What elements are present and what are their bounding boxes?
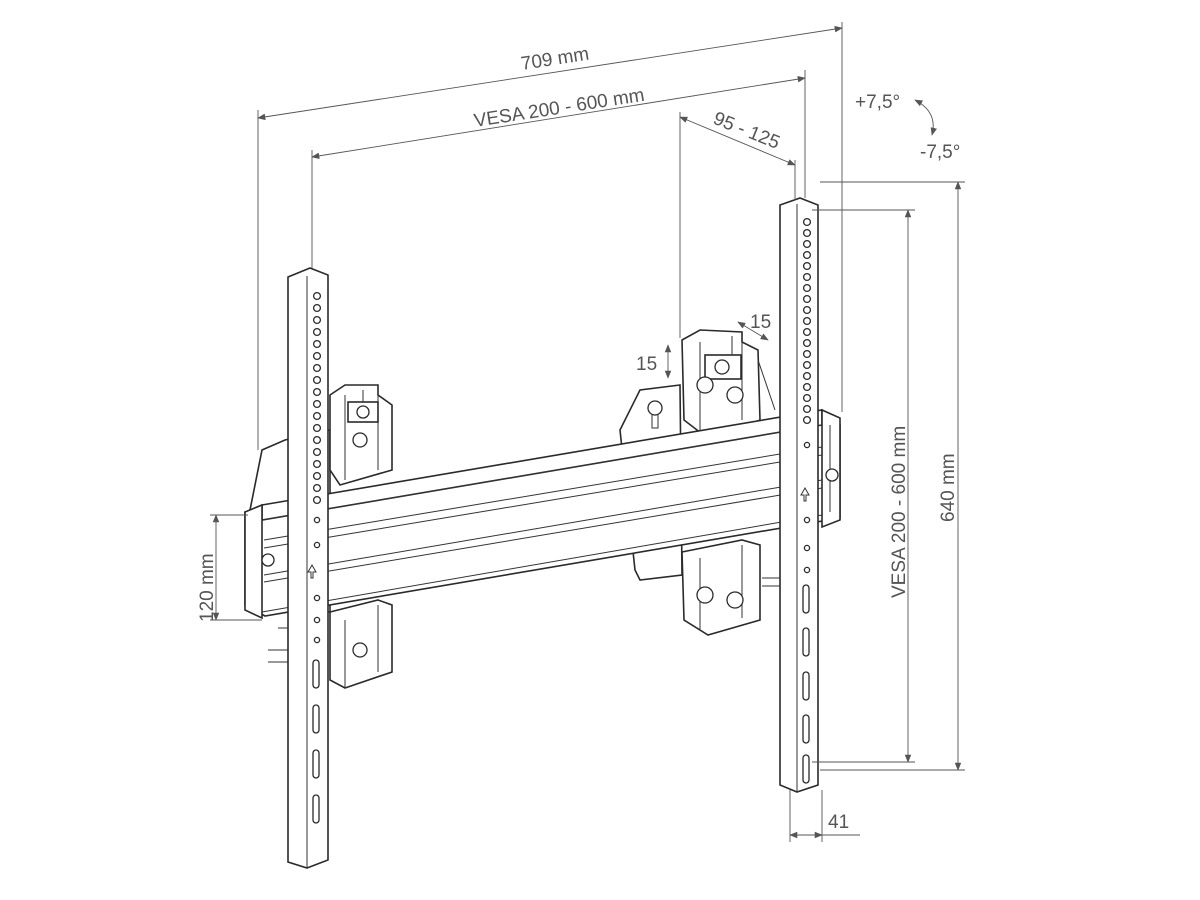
adjustment-hole <box>312 351 322 361</box>
vertical-adjust-label: 15 <box>636 354 657 375</box>
adjustment-hole <box>802 338 812 348</box>
wall-depth-label: 41 <box>828 812 849 833</box>
upper-left-bracket <box>329 384 393 486</box>
side-adjust-label: 15 <box>750 312 771 333</box>
mounting-hole <box>313 516 321 524</box>
adjustment-hole <box>312 483 322 493</box>
adjustment-hole <box>802 283 812 293</box>
adjustment-hole <box>802 360 812 370</box>
upper-right-bracket <box>681 329 776 441</box>
adjustment-hole <box>802 272 812 282</box>
adjustment-hole <box>802 382 812 392</box>
adjustment-hole <box>802 327 812 337</box>
adjustment-hole <box>312 435 322 445</box>
adjustment-hole <box>312 339 322 349</box>
adjustment-hole <box>312 399 322 409</box>
adjustment-hole <box>312 291 322 301</box>
vesa-vertical-label: VESA 200 - 600 mm <box>889 426 910 598</box>
vesa-horizontal-label: VESA 200 - 600 mm <box>473 85 646 132</box>
right-vertical-arm <box>779 197 819 793</box>
adjustment-hole <box>312 327 322 337</box>
left-vertical-arm <box>287 267 329 869</box>
adjustment-hole <box>312 447 322 457</box>
rail-height-label: 120 mm <box>197 553 218 622</box>
dimension-lines <box>210 22 965 842</box>
adjustment-hole <box>312 375 322 385</box>
mounting-hole <box>803 516 811 524</box>
tilt-up-label: +7,5° <box>855 92 900 113</box>
adjustment-hole <box>802 371 812 381</box>
adjustment-hole <box>312 423 322 433</box>
mounting-hole <box>313 616 321 624</box>
adjustment-hole <box>312 495 322 505</box>
adjustment-hole <box>802 415 812 425</box>
adjustment-hole <box>802 349 812 359</box>
adjustment-hole <box>802 294 812 304</box>
adjustment-hole <box>802 404 812 414</box>
adjustment-hole <box>312 387 322 397</box>
keyhole-slot <box>647 400 663 429</box>
adjustment-hole <box>312 303 322 313</box>
adjustment-hole <box>802 305 812 315</box>
adjustment-hole <box>802 261 812 271</box>
adjustment-hole <box>802 393 812 403</box>
lower-right-bracket <box>681 539 791 636</box>
mounting-hole <box>313 594 321 602</box>
adjustment-hole <box>802 217 812 227</box>
cross-rail <box>244 408 841 620</box>
adjustment-hole <box>312 471 322 481</box>
adjustment-hole <box>802 250 812 260</box>
adjustment-hole <box>312 411 322 421</box>
adjustment-hole <box>802 316 812 326</box>
adjustment-hole <box>312 459 322 469</box>
overall-width-label: 709 mm <box>520 44 591 75</box>
mounting-hole <box>803 441 811 449</box>
mounting-hole <box>803 566 811 574</box>
mounting-hole <box>313 541 321 549</box>
adjustment-hole <box>312 315 322 325</box>
adjustment-hole <box>802 228 812 238</box>
adjustment-hole <box>312 363 322 373</box>
overall-height-label: 640 mm <box>938 453 959 522</box>
adjustment-hole <box>802 239 812 249</box>
clamp-offset-label: 95 - 125 <box>710 108 783 154</box>
mounting-hole <box>313 636 321 644</box>
mounting-hole <box>803 544 811 552</box>
tilt-down-label: -7,5° <box>920 142 960 163</box>
lower-left-bracket <box>268 599 393 689</box>
